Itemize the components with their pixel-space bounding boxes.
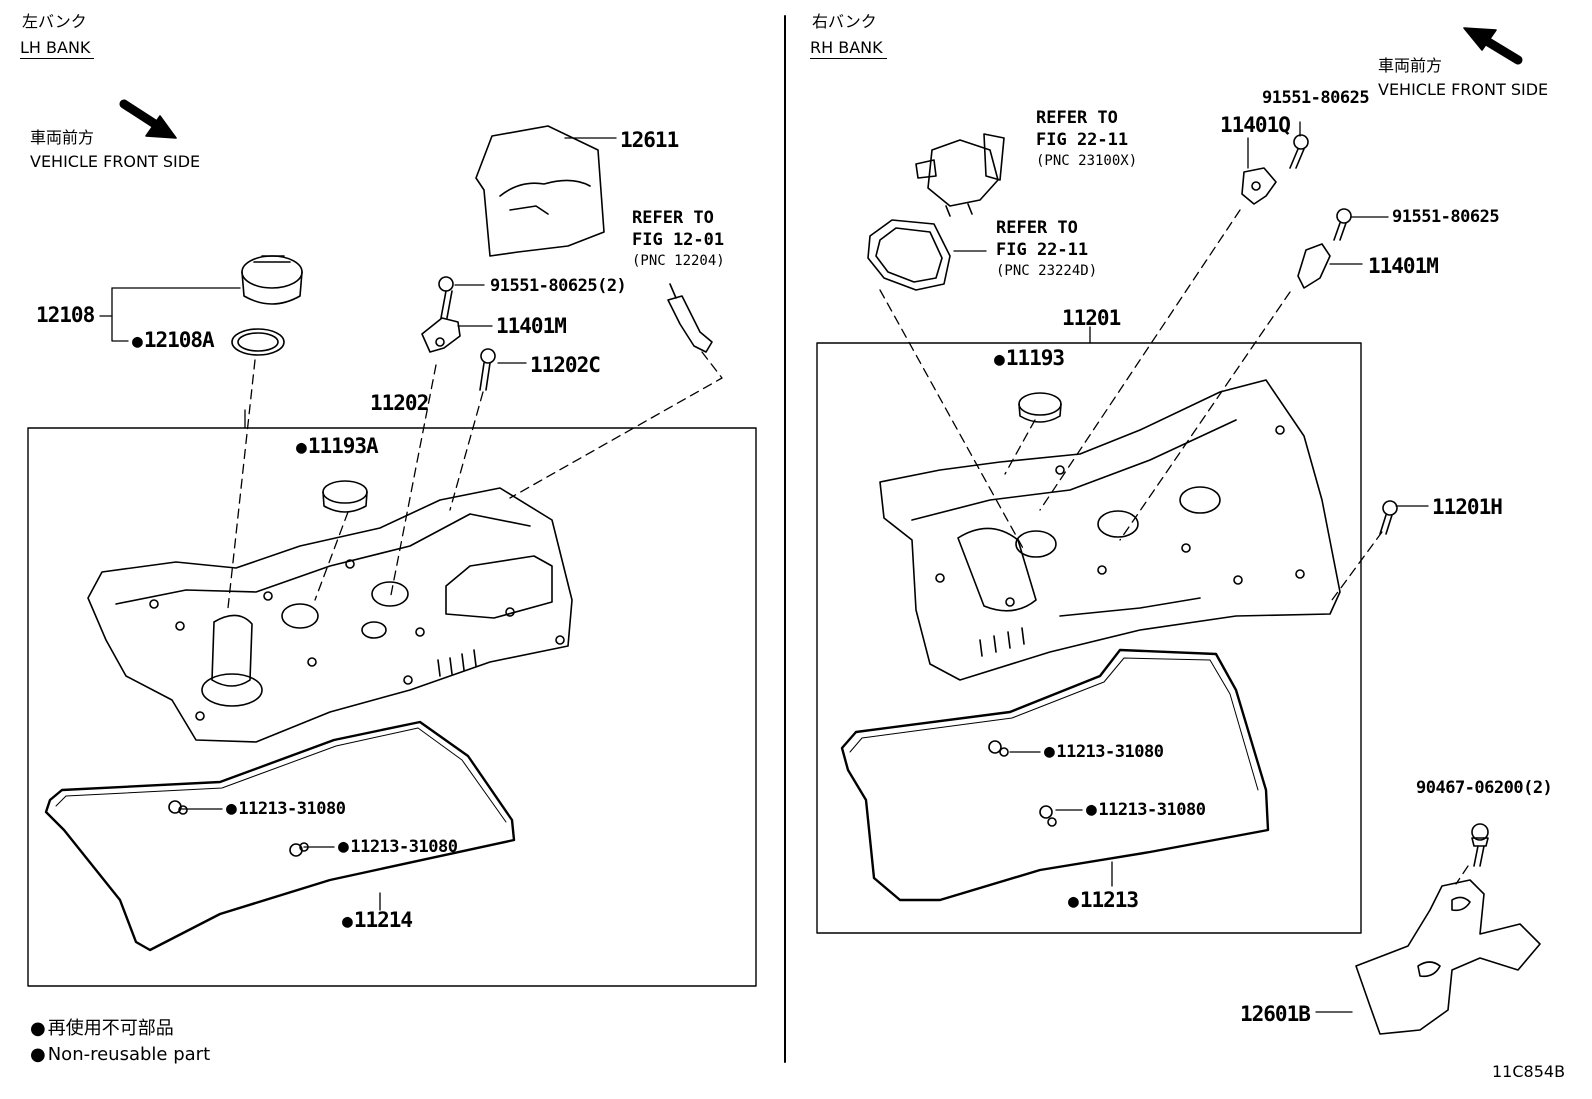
rh-front-arrow-icon [1463, 27, 1523, 65]
rh-refer-gasket-line2: FIG 22-11 [996, 240, 1089, 260]
lh-cylinder-head-cover [87, 487, 573, 743]
lh-bank-title-en: LH BANK [20, 40, 95, 59]
lh-refer-line2: FIG 12-01 [632, 230, 725, 250]
rh-part-11193: 11193 [994, 348, 1065, 369]
rh-front-side-jp: 車両前方 [1378, 56, 1443, 75]
lh-front-side-en: VEHICLE FRONT SIDE [30, 152, 201, 171]
rh-part-11213: 11213 [1068, 890, 1139, 911]
rh-pump-gasket [867, 219, 951, 291]
rh-part-11213-a: 11213-31080 [1044, 743, 1164, 761]
rh-part-12601B: 12601B [1240, 1002, 1311, 1026]
rh-part-11401Q: 11401Q [1220, 113, 1291, 137]
lh-head-cover-gasket [44, 720, 516, 952]
rh-refer-pump-line1: REFER TO [1036, 108, 1118, 128]
lh-front-arrow-icon [119, 99, 177, 139]
rh-part-91551-mid: 91551-80625 [1392, 207, 1500, 227]
lh-part-12108: 12108 [36, 303, 95, 327]
lh-part-11213-a: 11213-31080 [226, 800, 346, 818]
rh-part-91551-top: 91551-80625 [1262, 88, 1370, 108]
rh-front-side-en: VEHICLE FRONT SIDE [1378, 80, 1549, 99]
rh-refer-pump-line2: FIG 22-11 [1036, 130, 1129, 150]
lh-part-12108A: 12108A [132, 330, 215, 351]
rh-bolt-11201H [1379, 500, 1398, 535]
legend-jp: 再使用不可部品 [30, 1020, 174, 1038]
rh-bank-title-en: RH BANK [810, 40, 887, 59]
lh-grommet-a [168, 800, 188, 815]
rh-bolt-91551-top [1289, 134, 1309, 169]
lh-refer-line1: REFER TO [632, 208, 714, 228]
rh-part-11401M: 11401M [1368, 254, 1439, 278]
rh-bolt-90467 [1471, 823, 1489, 867]
lh-dashed-lines [227, 351, 723, 609]
rh-refer-gasket-line3: (PNC 23224D) [996, 263, 1098, 279]
lh-engine-cover [475, 125, 605, 257]
lh-part-11202: 11202 [370, 391, 429, 415]
rh-bank-title-jp: 右バンク [812, 12, 877, 31]
lh-front-side-jp: 車両前方 [30, 128, 95, 147]
rh-seal-11193 [1018, 392, 1062, 423]
rh-refer-pump-line3: (PNC 23100X) [1036, 153, 1138, 169]
lh-oil-filler-cap [241, 255, 303, 305]
lh-refer-line3: (PNC 12204) [632, 253, 725, 269]
lh-bolt-11202C [479, 348, 496, 391]
illustration-code: 11C854B [1492, 1062, 1566, 1081]
rh-grommet-b [1039, 805, 1057, 827]
rh-bolt-91551-mid [1333, 208, 1352, 241]
lh-part-11214: 11214 [342, 910, 413, 931]
lh-seal-11193A [322, 480, 368, 513]
lh-leader-lines [99, 137, 617, 911]
lh-cam-sensor-11401M [421, 317, 461, 353]
lh-part-11193A: 11193A [296, 436, 379, 457]
rh-refer-gasket-line1: REFER TO [996, 218, 1078, 238]
legend-en: Non-reusable part [30, 1046, 210, 1064]
rh-cylinder-head-cover [879, 379, 1341, 681]
lh-grommet-b [289, 842, 309, 857]
rh-leader-lines [953, 121, 1429, 1013]
lh-bank-title-jp: 左バンク [22, 12, 87, 31]
lh-bolt-91551 [438, 276, 454, 319]
lh-oil-cap-gasket [231, 328, 285, 356]
rh-assembly-box [816, 342, 1362, 934]
rh-engine-bracket [1355, 879, 1541, 1035]
lh-part-91551-qty2: 91551-80625(2) [490, 276, 627, 296]
rh-sensor-11401M [1297, 243, 1331, 289]
rh-part-11201H: 11201H [1432, 495, 1503, 519]
rh-dashed-lines [879, 209, 1469, 885]
rh-sensor-11401Q [1241, 167, 1277, 205]
lh-part-12611: 12611 [620, 128, 679, 152]
lh-oxygen-sensor [667, 283, 713, 353]
rh-part-11201: 11201 [1062, 306, 1121, 330]
lh-assembly-box [27, 427, 757, 987]
rh-grommet-a [988, 740, 1009, 757]
rh-part-11213-b: 11213-31080 [1086, 801, 1206, 819]
lh-part-11401M: 11401M [496, 314, 567, 338]
rh-head-cover-gasket [840, 648, 1270, 902]
lh-part-11213-b: 11213-31080 [338, 838, 458, 856]
lh-part-11202C: 11202C [530, 353, 601, 377]
rh-part-90467-qty2: 90467-06200(2) [1416, 778, 1553, 798]
rh-fuel-pump [915, 133, 1005, 217]
